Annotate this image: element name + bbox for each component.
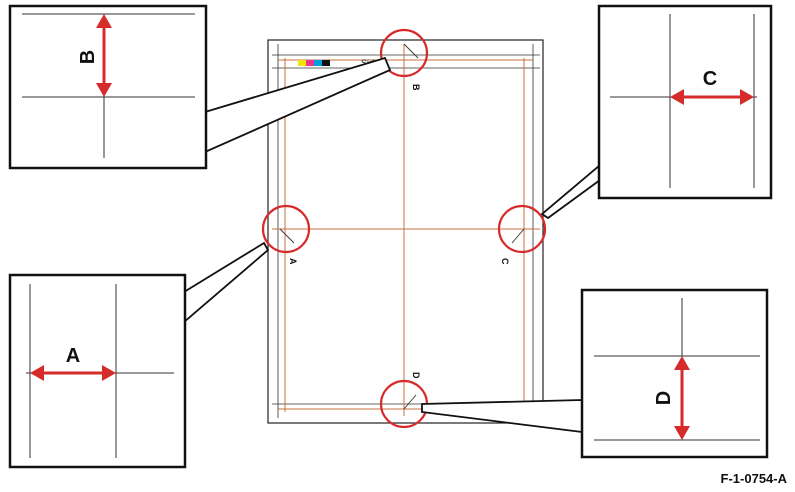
swatch-black: [322, 60, 330, 66]
callout-d-arrow: [674, 356, 690, 440]
highlight-circle-b: [379, 28, 429, 78]
callout-c-box: [597, 4, 773, 200]
swatch-yellow: [298, 60, 306, 66]
callout-a: A: [8, 241, 270, 469]
callout-b: B: [8, 4, 392, 170]
callout-c: C: [540, 4, 773, 220]
callout-a-arrow: [30, 365, 116, 381]
mark-label-a: A: [288, 258, 298, 265]
mark-b-tick: [403, 43, 419, 59]
callout-b-arrow: [96, 14, 112, 97]
callout-d-box: [580, 288, 769, 459]
callout-b-arrowhead-bottom: [96, 83, 112, 97]
mark-c-tick: [511, 228, 525, 244]
callout-b-arrowhead-top: [96, 14, 112, 28]
callout-c-arrow: [670, 89, 754, 105]
callout-a-label: A: [66, 345, 80, 367]
figure-id: F-1-0754-A: [720, 471, 787, 486]
color-swatches: [298, 60, 330, 66]
callout-c-label: C: [703, 68, 717, 90]
highlight-circle-c: [497, 204, 547, 254]
swatch-cyan: [314, 60, 322, 66]
callout-a-arrowhead-left: [30, 365, 44, 381]
callout-d: D: [421, 288, 769, 459]
callout-c-pointer: [540, 163, 601, 220]
mark-label-d: D: [411, 372, 421, 379]
callout-a-pointer: [183, 241, 270, 324]
swatch-magenta: [306, 60, 314, 66]
callout-d-label: D: [653, 391, 675, 405]
callout-d-arrowhead-bottom: [674, 426, 690, 440]
mark-label-b: B: [411, 84, 421, 91]
mark-d-tick: [403, 394, 417, 410]
callout-a-arrowhead-right: [102, 365, 116, 381]
callout-d-arrowhead-top: [674, 356, 690, 370]
callout-b-label: B: [77, 50, 99, 64]
callout-c-arrowhead-left: [670, 89, 684, 105]
callout-c-arrowhead-right: [740, 89, 754, 105]
mark-a-tick: [279, 228, 295, 244]
mark-label-c: C: [500, 258, 510, 265]
registration-marks: [279, 43, 525, 410]
highlight-circle-a: [261, 204, 311, 254]
